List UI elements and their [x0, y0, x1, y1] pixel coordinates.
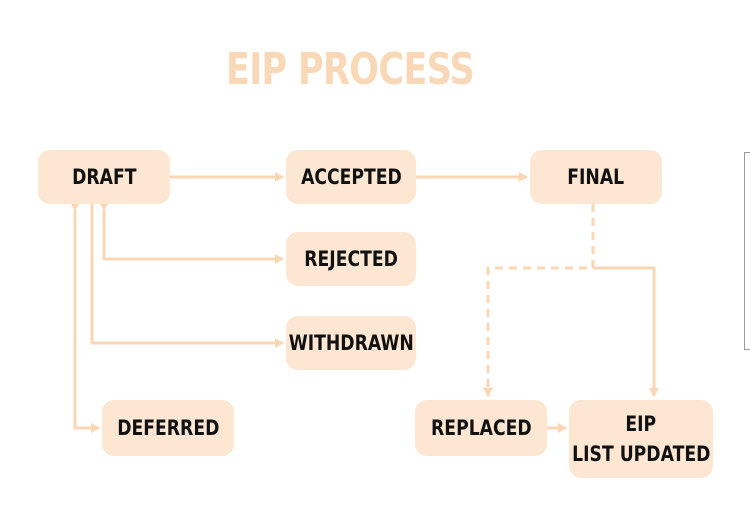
node-eip-list-updated-line-1: EIP — [625, 412, 657, 436]
node-rejected: REJECTED — [286, 232, 416, 286]
node-replaced: REPLACED — [415, 400, 547, 456]
node-withdrawn: WITHDRAWN — [286, 316, 416, 370]
node-eip-list-updated: EIP LIST UPDATED — [569, 400, 713, 478]
node-draft-label: DRAFT — [71, 165, 137, 189]
node-deferred: DEFERRED — [102, 400, 234, 456]
node-accepted: ACCEPTED — [286, 150, 416, 204]
node-rejected-label: REJECTED — [304, 247, 398, 271]
node-withdrawn-label: WITHDRAWN — [288, 331, 414, 355]
arrow-final-to-eip-list-updated — [593, 266, 659, 397]
node-replaced-label: REPLACED — [430, 416, 532, 440]
node-eip-list-updated-line-2: LIST UPDATED — [571, 442, 711, 466]
arrow-draft-to-withdrawn — [90, 204, 284, 348]
page-title: EIP PROCESS — [225, 44, 475, 95]
node-final: FINAL — [530, 150, 662, 204]
node-accepted-label: ACCEPTED — [300, 165, 402, 189]
node-draft: DRAFT — [38, 150, 170, 204]
arrow-final-to-replaced-dashed — [483, 204, 595, 397]
side-panel-edge — [744, 152, 750, 350]
arrow-draft-rejected — [99, 202, 284, 264]
node-deferred-label: DEFERRED — [116, 416, 220, 440]
arrow-draft-deferred — [70, 202, 100, 433]
node-final-label: FINAL — [567, 165, 625, 189]
